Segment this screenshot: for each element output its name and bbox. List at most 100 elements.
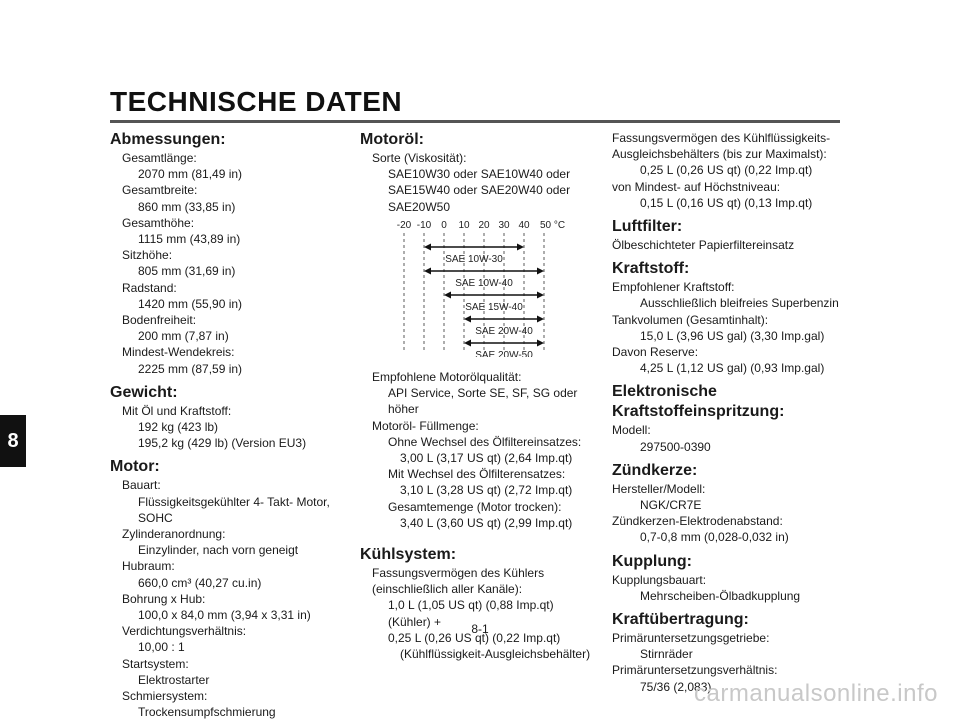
spec-label: Sitzhöhe: (122, 248, 173, 263)
range-label: SAE 10W-40 (455, 278, 513, 289)
spec-label: Bauart: (122, 478, 161, 493)
spec-value: Trockensumpfschmierung (138, 705, 276, 720)
spec-value: 15,0 L (3,96 US gal) (3,30 Imp.gal) (640, 328, 825, 343)
spec-label: Primäruntersetzungsgetriebe: (612, 631, 770, 646)
spec-value: 195,2 kg (429 lb) (Version EU3) (138, 436, 307, 451)
spec-value: Elektrostarter (138, 672, 210, 687)
section-heading: Luftfilter: (612, 218, 683, 236)
tick-label: 30 (498, 220, 510, 231)
range-arrow-right (517, 243, 524, 251)
spec-value: (Kühlflüssigkeit-Ausgleichsbehälter) (400, 647, 591, 662)
spec-label: Hubraum: (122, 559, 175, 574)
tick-label: 20 (478, 220, 490, 231)
spec-label: Ausgleichsbehälters (bis zur Maximalst): (612, 147, 827, 162)
spec-value: Mehrscheiben-Ölbadkupplung (640, 588, 801, 603)
spec-value: SAE10W30 oder SAE10W40 oder (388, 167, 571, 182)
spec-value: 10,00 : 1 (138, 640, 185, 655)
spec-label: Radstand: (122, 280, 177, 295)
spec-label: Verdichtungsverhältnis: (122, 624, 247, 639)
spec-label: Gesamthöhe: (122, 215, 195, 230)
range-label: SAE 20W-40 (475, 326, 533, 337)
page-title: TECHNISCHE DATEN (110, 86, 403, 117)
spec-label: Mindest-Wendekreis: (122, 345, 235, 360)
spec-label: Fassungsvermögen des Kühlflüssigkeits- (612, 131, 831, 145)
section-heading: Elektronische (612, 383, 717, 401)
spec-label: Hersteller/Modell: (612, 481, 706, 496)
spec-value: 3,10 L (3,28 US qt) (2,72 Imp.qt) (400, 483, 573, 498)
section-heading: Kraftübertragung: (612, 611, 749, 629)
section-heading: Kühlsystem: (360, 546, 457, 564)
section-heading: Abmessungen: (110, 131, 226, 148)
spec-value: Flüssigkeitsgekühlter 4- Takt- Motor, (138, 494, 330, 509)
spec-value: SAE20W50 (388, 199, 451, 214)
spec-label: Gesamtemenge (Motor trocken): (388, 499, 562, 514)
spec-value: 2070 mm (81,49 in) (138, 167, 243, 182)
spec-label: Startsystem: (122, 656, 189, 671)
spec-label: Bodenfreiheit: (122, 313, 197, 328)
range-label: SAE 20W-50 (475, 350, 533, 357)
spec-value: Ausschließlich bleifreies Superbenzin (640, 296, 839, 311)
range-arrow-right (537, 315, 544, 323)
tick-label: 0 (441, 220, 447, 231)
column-right: Fassungsvermögen des Kühlflüssigkeits- A… (612, 130, 847, 695)
spec-value: 297500-0390 (640, 439, 711, 454)
watermark: carmanualsonline.info (694, 680, 938, 707)
spec-label: Empfohlener Kraftstoff: (612, 280, 735, 295)
spec-label: Fassungsvermögen des Kühlers (372, 566, 545, 581)
spec-value: 1420 mm (55,90 in) (138, 296, 243, 311)
section-heading: Kraftstoff: (612, 260, 690, 278)
spec-value: 100,0 x 84,0 mm (3,94 x 3,31 in) (138, 608, 311, 623)
spec-label: Primäruntersetzungsverhältnis: (612, 663, 778, 678)
spec-value: 192 kg (423 lb) (138, 420, 219, 435)
tick-label: -10 (417, 220, 432, 231)
spec-label: Mit Öl und Kraftstoff: (122, 403, 232, 418)
spec-label: Tankvolumen (Gesamtinhalt): (612, 312, 769, 327)
tick-label: 10 (458, 220, 470, 231)
spec-value: Einzylinder, nach vorn geneigt (138, 543, 299, 558)
spec-label: Zylinderanordnung: (122, 527, 226, 542)
spec-value: 3,00 L (3,17 US qt) (2,64 Imp.qt) (400, 451, 573, 466)
range-arrow-right (537, 267, 544, 275)
spec-value: 0,15 L (0,16 US qt) (0,13 Imp.qt) (640, 195, 813, 210)
spec-label: Gesamtlänge: (122, 151, 197, 165)
tick-label: 40 (518, 220, 530, 231)
range-arrow-left (464, 315, 471, 323)
spec-value: 805 mm (31,69 in) (138, 264, 236, 279)
spec-value: 860 mm (33,85 in) (138, 199, 236, 214)
spec-label: Ohne Wechsel des Ölfiltereinsatzes: (388, 434, 582, 449)
spec-label: Davon Reserve: (612, 345, 699, 360)
range-label: SAE 10W-30 (445, 254, 503, 265)
spec-value: 660,0 cm³ (40,27 cu.in) (138, 575, 262, 590)
column-middle: Motoröl: Sorte (Viskosität): SAE10W30 od… (360, 130, 610, 662)
range-arrow-left (424, 243, 431, 251)
spec-label: Sorte (Viskosität): (372, 151, 467, 165)
section-heading: Motor: (110, 458, 160, 476)
spec-value: 0,7-0,8 mm (0,028-0,032 in) (640, 530, 789, 545)
tick-label: -20 (397, 220, 412, 231)
range-arrow-left (464, 339, 471, 347)
page-number: 8-1 (471, 622, 489, 636)
spec-value: API Service, Sorte SE, SF, SG oder höher (388, 386, 578, 417)
spec-value: 0,25 L (0,26 US qt) (0,22 Imp.qt) (640, 163, 813, 178)
range-label: SAE 15W-40 (465, 302, 523, 313)
spec-value: 75/36 (2,083) (640, 679, 712, 694)
spec-label: Gesamtbreite: (122, 183, 198, 198)
spec-label: Motoröl- Füllmenge: (372, 418, 479, 433)
spec-value: 2225 mm (87,59 in) (138, 361, 243, 376)
range-arrow-right (537, 291, 544, 299)
spec-value: SOHC (138, 510, 173, 525)
spec-value: 0,25 L (0,26 US qt) (0,22 Imp.qt) (388, 630, 561, 645)
spec-value: 200 mm (7,87 in) (138, 329, 229, 344)
tick-label: 50 °C (540, 220, 565, 231)
spec-label: Kupplungsbauart: (612, 572, 707, 587)
spec-label: Bohrung x Hub: (122, 591, 206, 606)
section-heading: Zündkerze: (612, 461, 698, 479)
chapter-tab: 8 (0, 415, 26, 467)
section-heading: Gewicht: (110, 383, 178, 401)
spec-label: Zündkerzen-Elektrodenabstand: (612, 514, 783, 529)
spec-value: 1,0 L (1,05 US qt) (0,88 Imp.qt) (388, 598, 554, 613)
spec-value: SAE15W40 oder SAE20W40 oder (388, 183, 571, 198)
spec-value: 4,25 L (1,12 US gal) (0,93 Imp.gal) (640, 361, 825, 376)
spec-value: 3,40 L (3,60 US qt) (2,99 Imp.qt) (400, 515, 573, 530)
range-arrow-right (537, 339, 544, 347)
